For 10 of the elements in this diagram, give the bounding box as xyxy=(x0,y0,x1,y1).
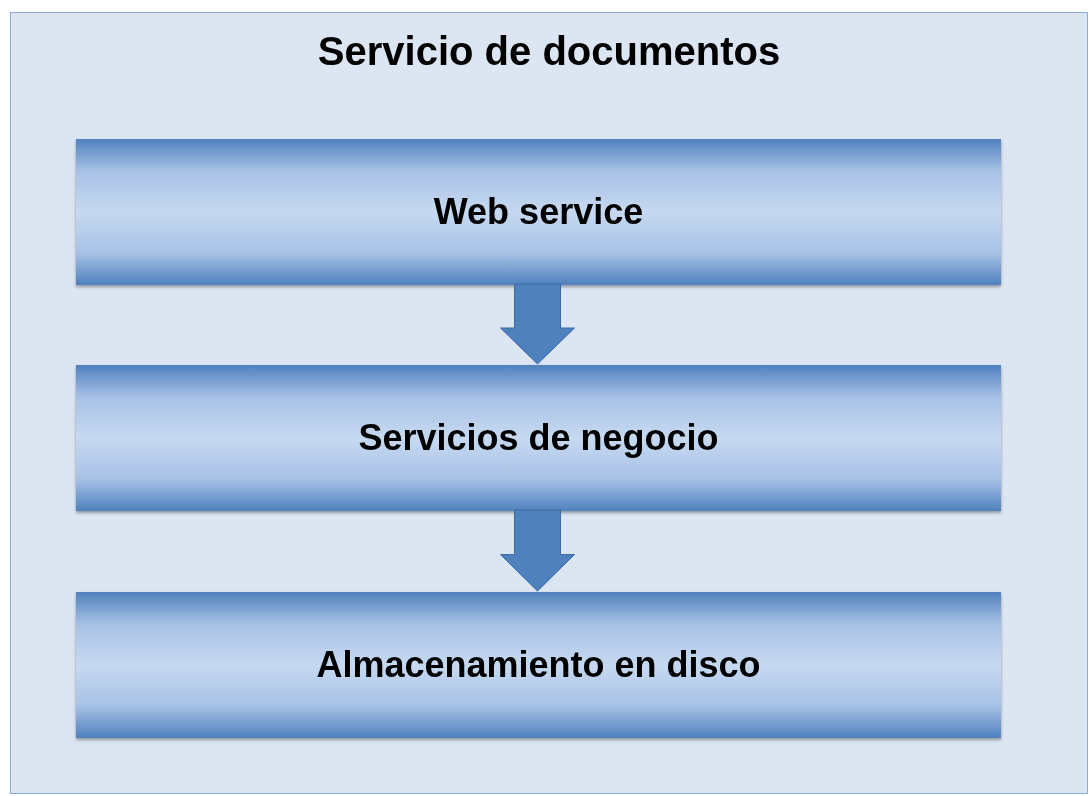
block-arrow xyxy=(500,509,575,592)
layer-label: Servicios de negocio xyxy=(358,417,719,459)
container-panel xyxy=(10,12,1088,794)
block-arrow xyxy=(500,283,575,365)
layer-box xyxy=(76,139,1001,285)
layer-label: Almacenamiento en disco xyxy=(316,644,761,686)
layer-label: Web service xyxy=(433,191,644,233)
layer-box xyxy=(76,365,1001,511)
layer-box xyxy=(76,592,1001,738)
panel-title: Servicio de documentos xyxy=(316,29,782,74)
